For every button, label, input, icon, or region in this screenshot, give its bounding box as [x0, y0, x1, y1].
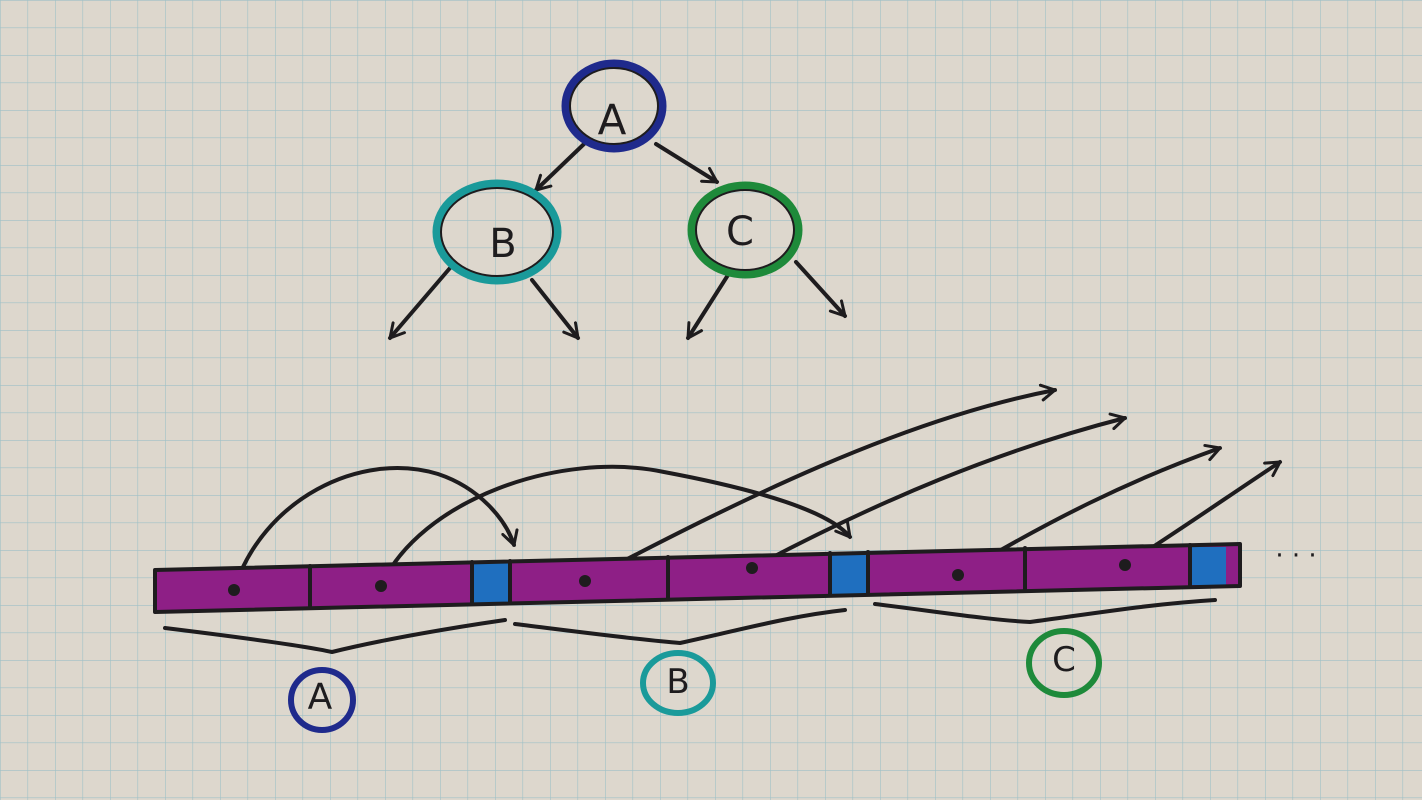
group-label-b: B — [640, 650, 716, 716]
leaf-pointer-b-right — [530, 278, 580, 340]
tree-node-a-label: A — [598, 96, 627, 145]
pointer-arrow-offscreen-2 — [750, 412, 1127, 570]
pointer-dot — [746, 562, 758, 574]
edge-a-to-b — [534, 142, 586, 192]
pointer-arrow-offscreen-1 — [583, 383, 1057, 583]
group-label-c: C — [1026, 628, 1102, 698]
group-label-c-text: C — [1052, 640, 1076, 680]
leaf-pointer-b-left — [388, 266, 452, 340]
array-key-cell-b — [830, 555, 868, 594]
tree-node-b: B — [432, 179, 562, 285]
tree-node-c: C — [687, 181, 803, 279]
group-label-b-text: B — [666, 662, 689, 702]
group-label-a-circle — [288, 667, 356, 733]
tree-node-b-outline — [440, 187, 554, 277]
group-braces — [163, 598, 1217, 654]
brace-c — [873, 598, 1217, 624]
pointer-dot — [228, 584, 240, 596]
pointer-dot — [952, 569, 964, 581]
group-label-a-text: A — [308, 677, 333, 718]
tree-node-a-circle — [561, 59, 667, 153]
group-label-a: A — [288, 667, 356, 733]
tree-node-b-label: B — [489, 221, 516, 267]
tree-node-c-circle — [687, 181, 803, 279]
tree-node-b-circle — [432, 179, 562, 285]
group-label-b-circle — [640, 650, 716, 716]
array-key-cell-c — [1190, 547, 1226, 585]
tree-node-c-label: C — [726, 209, 754, 255]
node-array: · · · — [153, 541, 1317, 614]
pointer-dot — [375, 580, 387, 592]
pointer-dot — [1119, 559, 1131, 571]
group-label-c-circle — [1026, 628, 1102, 698]
leaf-pointer-c-right — [794, 260, 847, 318]
array-pointer-fill — [155, 544, 1240, 612]
brace-b — [513, 608, 847, 645]
edge-a-to-c — [654, 142, 719, 184]
tree-node-c-outline — [695, 189, 795, 271]
binary-tree: A B C — [388, 59, 847, 340]
array-outline — [153, 542, 1242, 614]
tree-node-a: A — [561, 59, 667, 153]
tree-node-a-outline — [569, 67, 659, 145]
leaf-pointer-c-left — [686, 273, 730, 340]
brace-a — [163, 618, 507, 654]
pointer-dot — [579, 575, 591, 587]
pointer-arrow-to-c — [379, 464, 852, 588]
array-key-cell-a — [472, 563, 510, 603]
pointer-arrow-to-b — [232, 466, 519, 592]
array-continuation: · · · — [1275, 541, 1316, 571]
